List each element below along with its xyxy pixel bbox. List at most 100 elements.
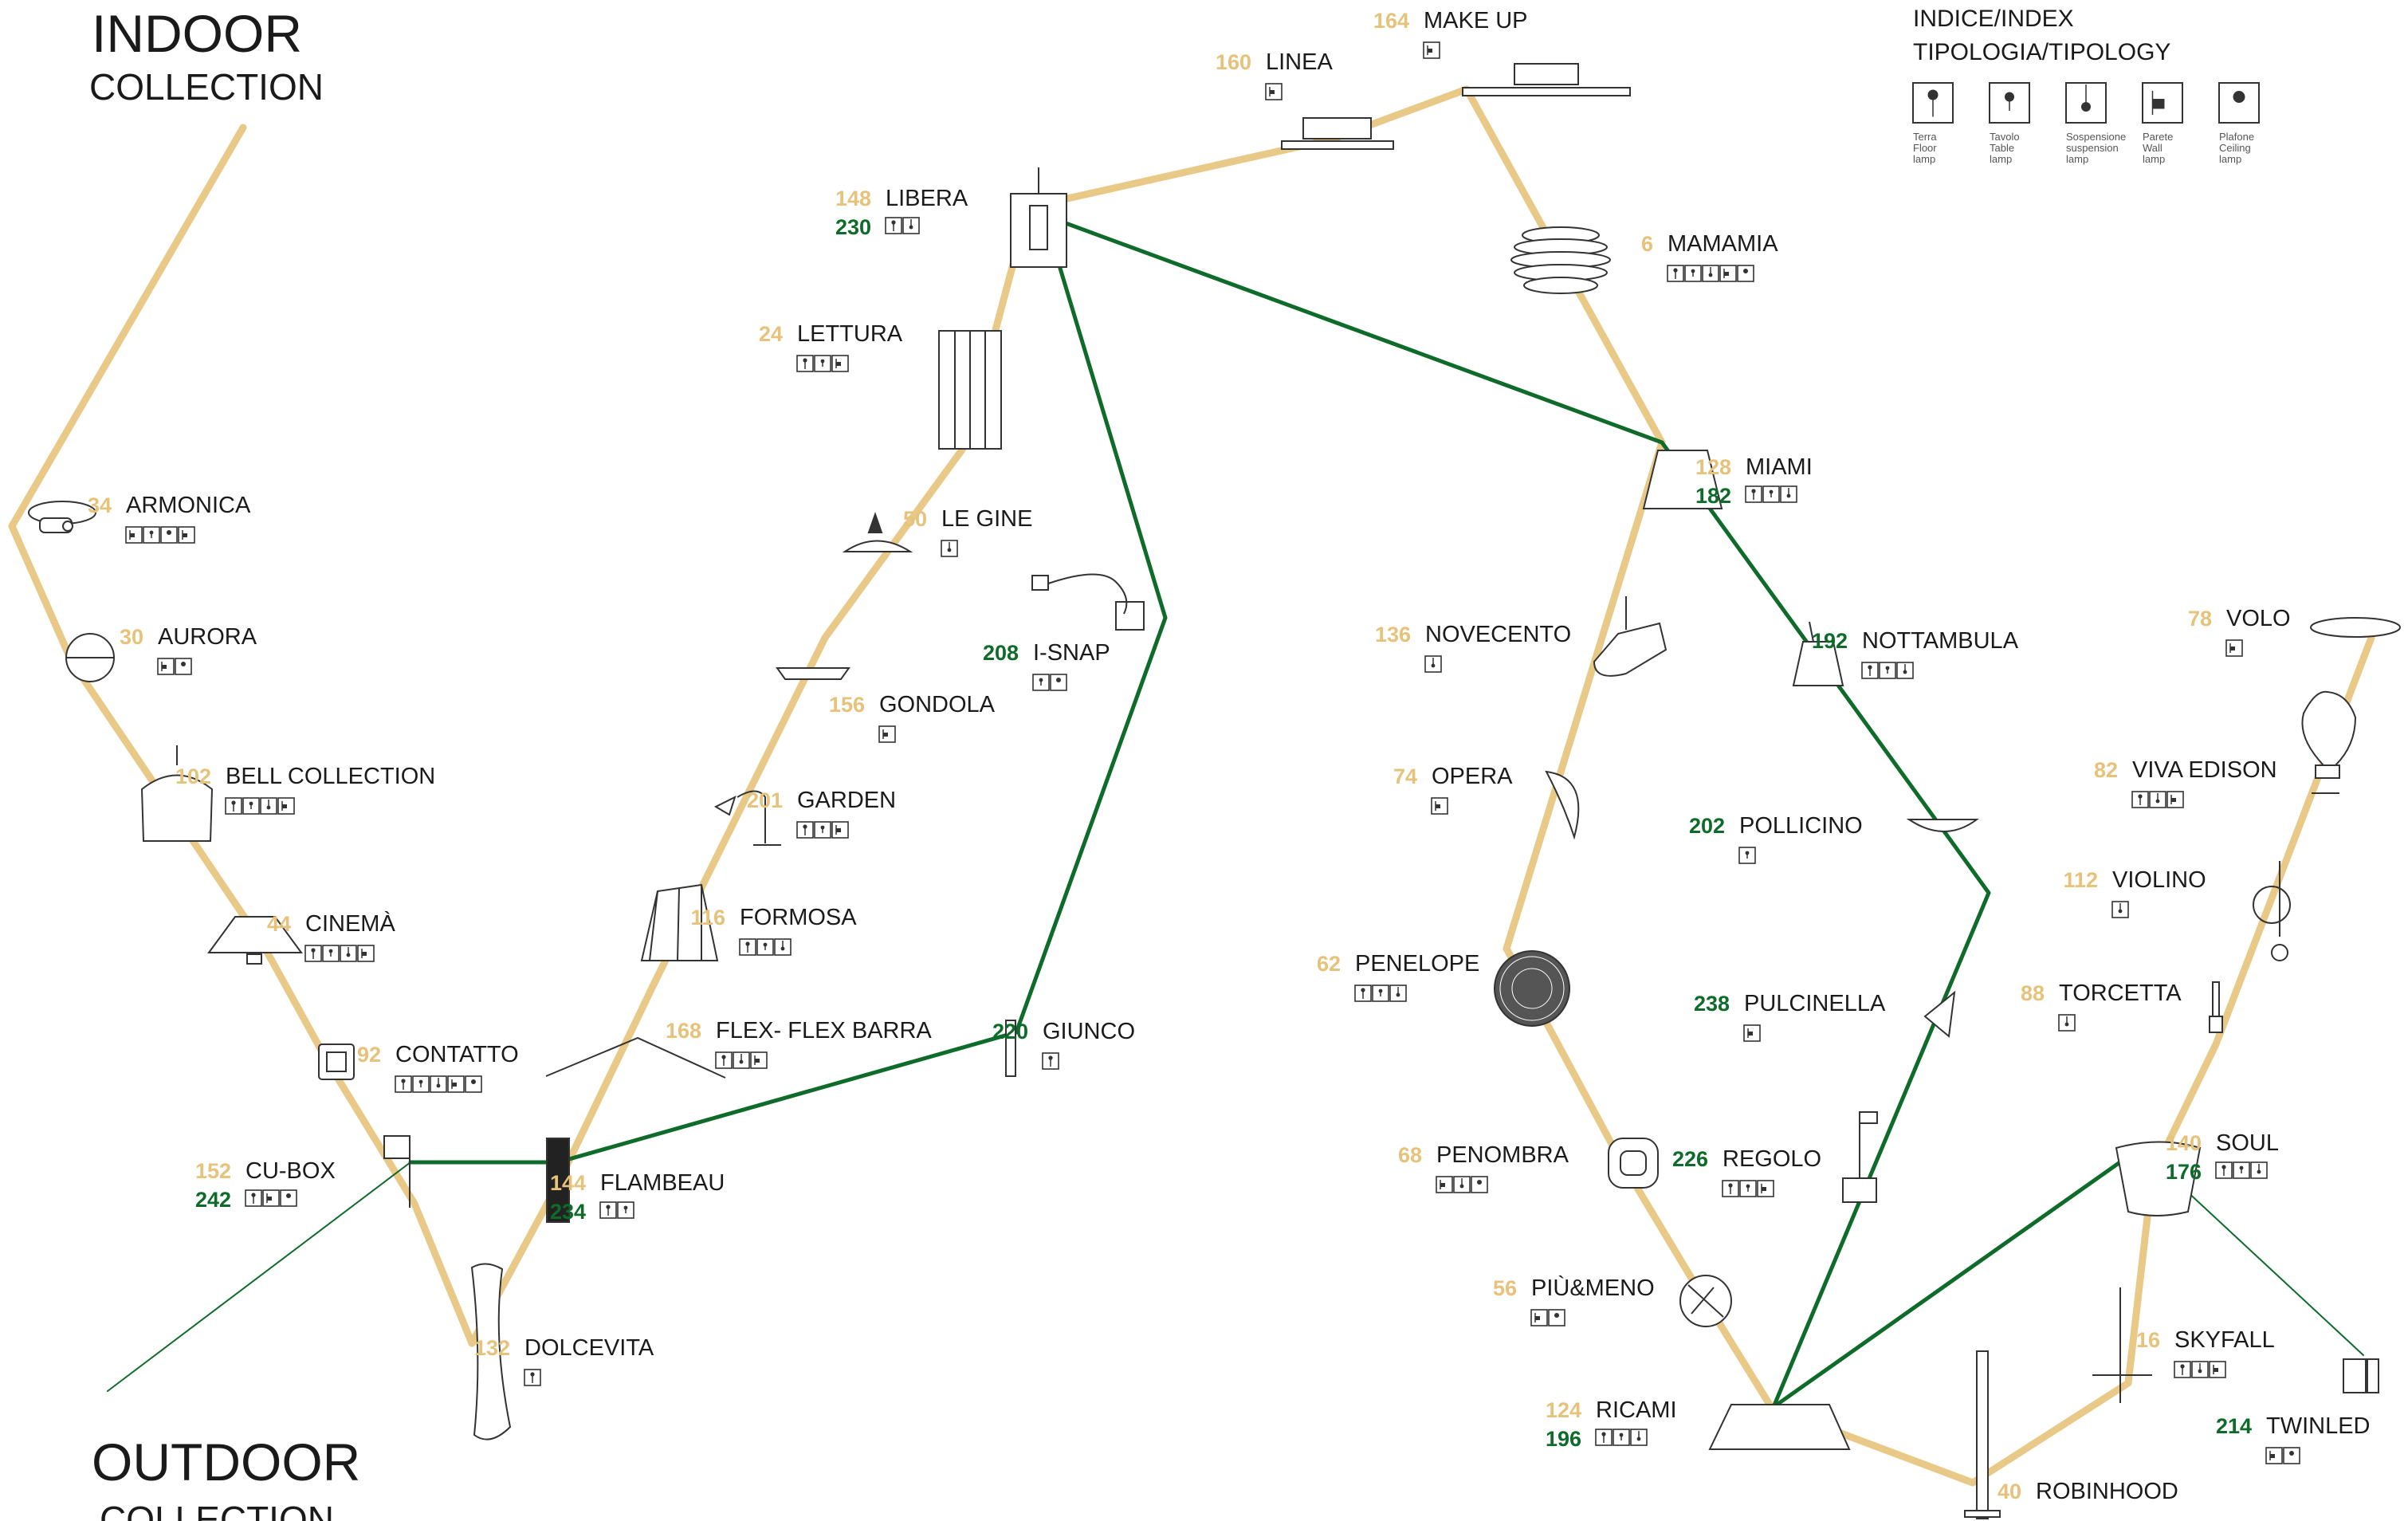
suspension-type-icon (260, 797, 277, 815)
wall-type-icon (125, 526, 143, 544)
product-name: OPERA (1432, 764, 1513, 789)
suspension-type-icon (1780, 485, 1797, 503)
isnap-lamp-icon (1031, 573, 1145, 631)
page-number: 164 (1373, 9, 1409, 33)
type-icons (2131, 791, 2184, 808)
outdoor-page-number: 214 (2216, 1414, 2252, 1438)
suspension-type-icon (2111, 901, 2129, 918)
page-number: 88 (2021, 981, 2045, 1005)
product-name: I-SNAP (1033, 640, 1110, 666)
product-name: MAKE UP (1424, 8, 1528, 33)
page-number: 112 (2063, 868, 2098, 892)
floor-type-icon (1861, 662, 1879, 679)
product-name: POLLICINO (1739, 813, 1863, 839)
page-number: 124 (1546, 1398, 1581, 1422)
type-legend: INDICE/INDEX TIPOLOGIA/TIPOLOGY TerraFlo… (1912, 6, 2260, 165)
product-violino: 112 VIOLINO (2063, 867, 2206, 918)
table-type-icon (322, 945, 340, 962)
product-skyfall: 16 SKYFALL (2136, 1327, 2275, 1378)
floor-type-icon (1042, 1052, 1059, 1070)
twinled-lamp-icon (2343, 1358, 2379, 1393)
page-number: 144 (550, 1171, 586, 1195)
suspension-type-icon (2250, 1161, 2268, 1179)
type-icons (739, 938, 792, 956)
page-number: 92 (357, 1043, 381, 1067)
floor-type-icon (2215, 1161, 2233, 1179)
legend-label: lamp (2066, 153, 2088, 165)
type-icons (1436, 1176, 1488, 1193)
page-number: 40 (1998, 1480, 2021, 1503)
legend-label: Floor (1913, 142, 1937, 154)
outdoor-line-ricami-soul (1771, 1146, 2143, 1409)
page-number: 152 (195, 1159, 231, 1183)
floor-type-icon (739, 938, 756, 956)
page-number: 50 (903, 507, 927, 531)
penombra-lamp-icon (1608, 1138, 1659, 1189)
page-number: 56 (1493, 1276, 1517, 1300)
penelope-lamp-icon (1494, 950, 1570, 1027)
pulcinella-lamp-icon (1923, 990, 1956, 1038)
wall-type-icon (831, 821, 849, 839)
bell-lamp-icon (140, 745, 214, 842)
product-name: VIOLINO (2112, 867, 2206, 893)
type-icons (2265, 1447, 2300, 1464)
table-type-icon (1762, 485, 1780, 503)
legend-label: Wall (2143, 142, 2162, 154)
page-number: 140 (2166, 1131, 2202, 1155)
wall-type-icon (1757, 1180, 1774, 1197)
type-icons (1722, 1180, 1774, 1197)
indoor-title: INDOOR COLLECTION (89, 4, 324, 108)
vivaedison-lamp-icon (2301, 690, 2357, 794)
product-piumeno: 56 PIÙ&MENO (1493, 1275, 1655, 1326)
product-name: BELL COLLECTION (226, 764, 435, 789)
ceiling-type-icon (175, 658, 192, 675)
outdoor-page-number: 202 (1689, 814, 1725, 838)
outdoor-lead-out (107, 1161, 411, 1392)
type-icons (1667, 265, 1754, 282)
lamp-illustrations (28, 63, 2401, 1519)
product-name: PIÙ&MENO (1531, 1275, 1655, 1301)
type-icons (304, 945, 375, 962)
type-icons (796, 821, 849, 839)
table-type-icon (814, 355, 831, 372)
page-number: 6 (1641, 232, 1653, 256)
type-icons (2225, 639, 2243, 657)
suspension-type-icon (733, 1051, 750, 1069)
page-number: 16 (2136, 1328, 2160, 1352)
floor-type-icon (715, 1051, 733, 1069)
type-icons (1530, 1309, 1565, 1326)
page-number: 132 (474, 1336, 510, 1360)
type-icons (941, 540, 958, 557)
floor-type-icon (599, 1201, 617, 1219)
soul-lamp-icon (2115, 1141, 2202, 1216)
makeup-lamp-icon (1462, 63, 1631, 96)
wall-type-icon (2166, 791, 2184, 808)
armonica-lamp-icon (28, 501, 96, 533)
type-icons (1745, 485, 1797, 503)
ceiling-type-icon (280, 1189, 297, 1207)
wall-type-icon (831, 355, 849, 372)
type-icons (1861, 662, 1914, 679)
novecento-lamp-icon (1593, 596, 1668, 677)
table-type-icon (1738, 847, 1756, 864)
table-type-icon (1684, 265, 1702, 282)
legend-label: Sospensione (2066, 131, 2126, 143)
wall-type-icon (262, 1189, 280, 1207)
skyfall-lamp-icon (2092, 1287, 2152, 1403)
product-name: SKYFALL (2174, 1327, 2275, 1353)
product-name: RICAMI (1596, 1397, 1677, 1423)
wall-type-icon (2265, 1447, 2283, 1464)
product-name: MAMAMIA (1668, 231, 1778, 257)
outdoor-title-line1: OUTDOOR (92, 1433, 360, 1492)
table-type-icon (143, 526, 160, 544)
page-number: 102 (175, 764, 211, 788)
linea-lamp-icon (1281, 117, 1394, 150)
